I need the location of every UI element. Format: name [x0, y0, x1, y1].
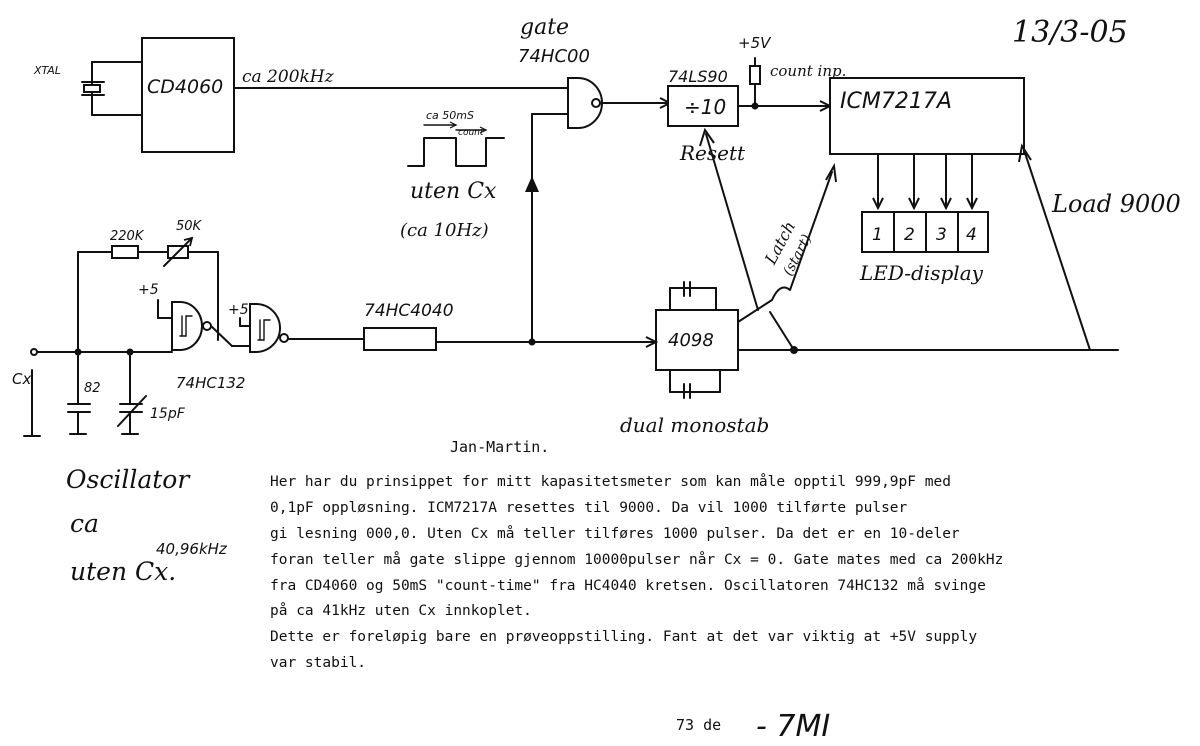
cd4060-label: CD4060 — [147, 76, 223, 98]
letter-line: Her har du prinsippet for mitt kapasitet… — [270, 473, 951, 490]
cd4060-chip — [141, 37, 235, 153]
letter-greeting: Jan-Martin. — [450, 438, 549, 456]
supply-b: +5 — [228, 302, 249, 318]
cap-b-label: 15pF — [150, 406, 186, 422]
waveform — [407, 121, 505, 167]
nand-bubble — [591, 98, 601, 108]
supply-top: +5V — [738, 34, 772, 52]
arrow-up — [525, 176, 539, 192]
nand-gate — [567, 77, 603, 129]
crystal-label: XTAL — [33, 64, 61, 77]
gate-title: gate — [520, 15, 569, 40]
pot-label: 50K — [176, 219, 203, 234]
freq-label: ca 200kHz — [242, 67, 335, 87]
decade-chip-label: 74LS90 — [668, 67, 728, 86]
ripple-counter — [363, 327, 437, 351]
osc-uten: uten Cx. — [70, 557, 176, 586]
input-terminal — [23, 369, 41, 437]
letter-line: på ca 41kHz uten Cx innkoplet. — [270, 602, 532, 619]
letter-line: 0,1pF oppløsning. ICM7217A resettes til … — [270, 500, 908, 516]
signature: - 7MI — [756, 709, 830, 744]
waveform-count: count — [458, 128, 484, 138]
crystal — [81, 61, 143, 116]
waveform-period: ca 50mS — [426, 109, 474, 122]
ripple-chip-label: 74HC4040 — [364, 301, 454, 321]
decade-symbol: ÷10 — [684, 95, 726, 119]
mono-timing-top — [669, 281, 717, 311]
wire-reset — [705, 133, 759, 311]
display-digit-3: 3 — [936, 225, 947, 245]
monostable-chip — [655, 309, 739, 371]
cap-a-label: 82 — [84, 381, 101, 396]
osc-ca: ca — [70, 509, 99, 538]
supply-a: +5 — [138, 282, 159, 298]
osc-chip-label: 74HC132 — [176, 374, 245, 392]
schmitt-nand-2 — [210, 303, 289, 353]
trimmer-cap — [117, 351, 147, 435]
load-label: Load 9000 — [1051, 190, 1181, 218]
monostable-caption: dual monostab — [620, 413, 769, 437]
date-label: 13/3-05 — [1012, 15, 1128, 50]
letter-line: gi lesning 000,0. Uten Cx må teller tilf… — [270, 525, 960, 542]
mono-timing-bottom — [669, 369, 721, 399]
monostable-label: 4098 — [668, 330, 714, 351]
osc-title: Oscillator — [66, 465, 191, 494]
letter-line: fra CD4060 og 50mS "count-time" fra HC40… — [270, 577, 986, 594]
waveform-caption: uten Cx — [410, 179, 497, 204]
page-ref: 73 de — [676, 716, 721, 734]
wire-latch — [737, 171, 833, 323]
osc-freq: 40,96kHz — [156, 540, 228, 558]
display-lines — [872, 153, 978, 211]
led-display: 1 2 3 4 — [861, 211, 989, 253]
letter-line: foran teller må gate slippe gjennom 1000… — [270, 551, 1003, 568]
res-label: 220K — [110, 229, 145, 244]
count-input-label: count inp. — [770, 62, 846, 80]
schmitt-nand-1 — [157, 299, 212, 351]
letter-line: Dette er foreløpig bare en prøveoppstill… — [270, 629, 977, 645]
icm7217a-label: ICM7217A — [840, 89, 952, 114]
capacitor-82 — [67, 351, 91, 435]
letter-line: var stabil. — [270, 655, 366, 671]
waveform-freq: (ca 10Hz) — [400, 220, 489, 241]
pullup-resistor — [749, 57, 761, 110]
display-digit-4: 4 — [966, 225, 977, 245]
gate-chip-label: 74HC00 — [518, 46, 590, 67]
icm7217a-chip — [829, 77, 1025, 155]
display-digit-1: 1 — [872, 225, 883, 245]
display-digit-2: 2 — [904, 225, 915, 245]
wire-load — [1023, 149, 1091, 351]
input-label: Cx — [12, 370, 31, 388]
display-label: LED-display — [859, 261, 984, 285]
feedback-network — [77, 236, 219, 353]
